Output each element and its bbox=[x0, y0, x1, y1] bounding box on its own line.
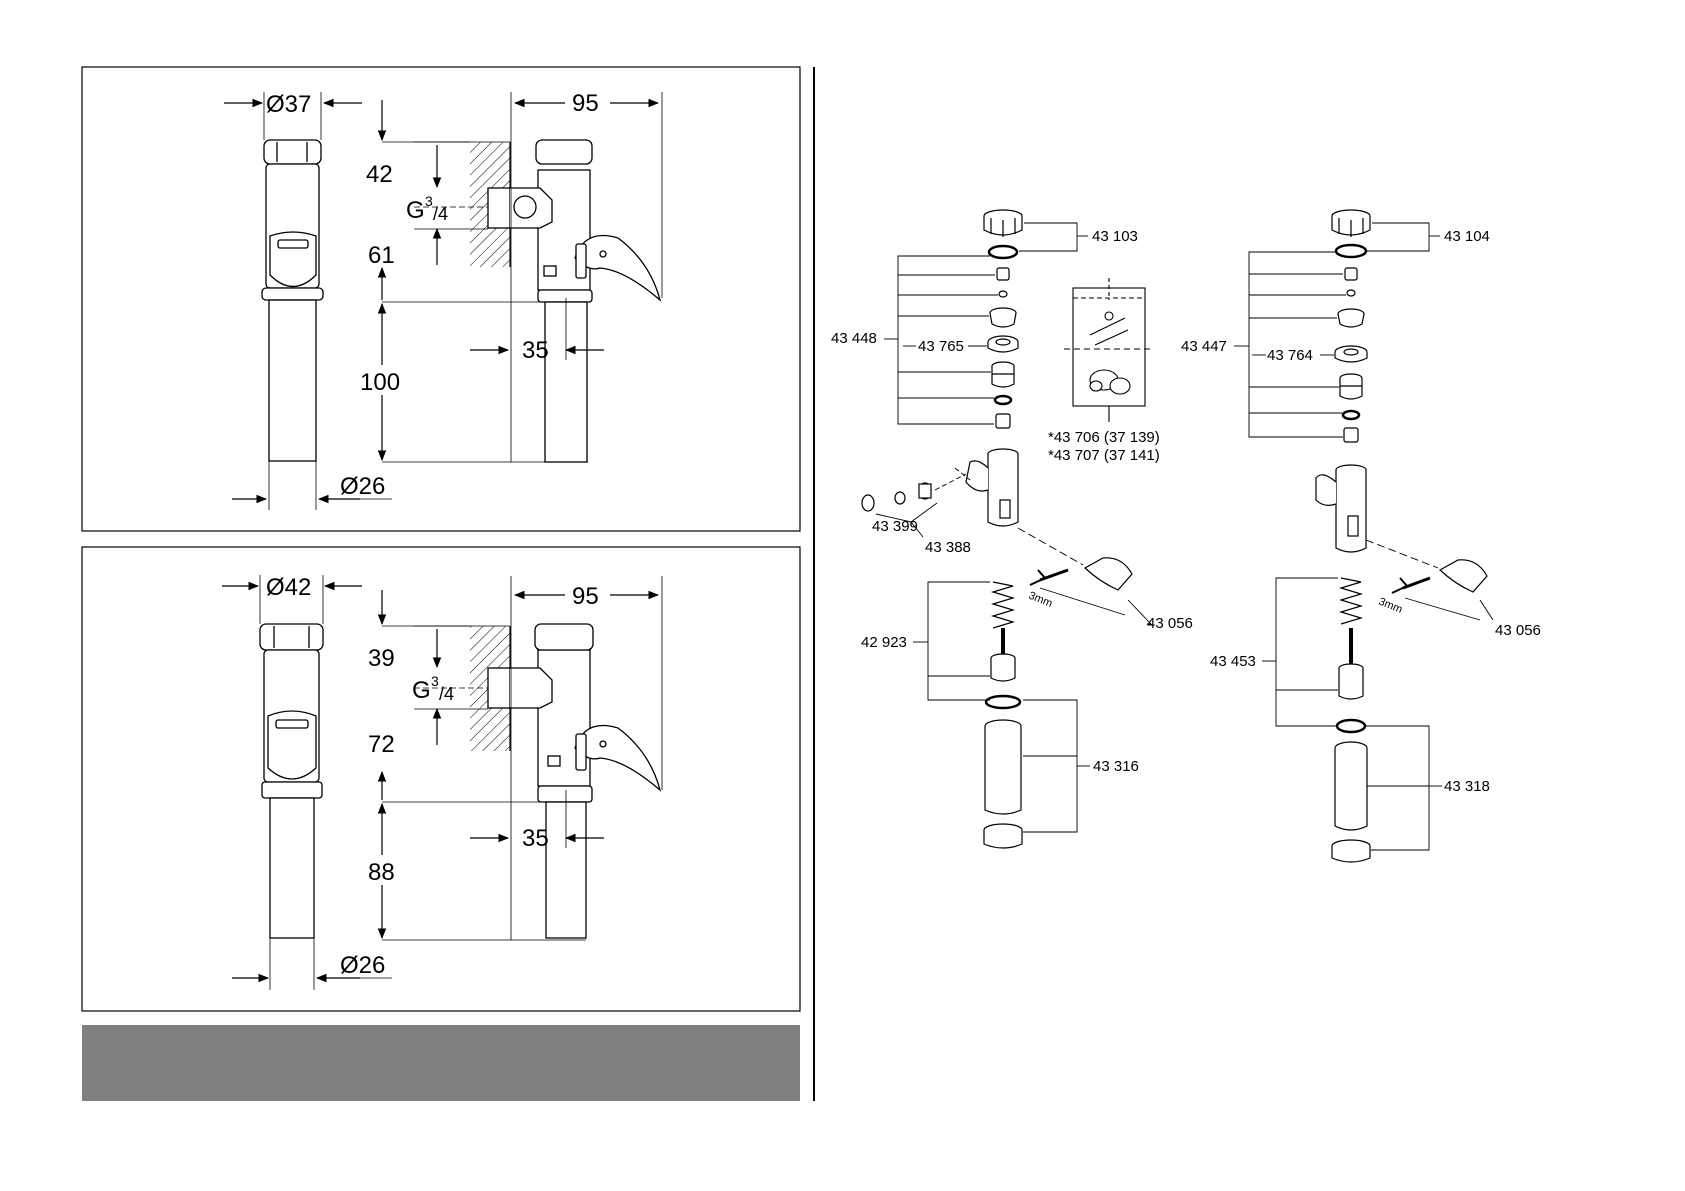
mid-height-label: 61 bbox=[368, 242, 395, 269]
front-view-valve bbox=[262, 140, 323, 461]
hex-key-size-label: 3mm bbox=[1027, 590, 1054, 610]
pipe-length-label: 100 bbox=[360, 369, 400, 396]
part-lever-label-right: 43 056 bbox=[1495, 622, 1541, 639]
kit-label-line2: *43 707 (37 141) bbox=[1048, 447, 1160, 464]
width-label-bottom: 95 bbox=[572, 583, 599, 610]
part-cap-label-right: 43 104 bbox=[1444, 228, 1490, 245]
valve-body-part-right bbox=[1316, 465, 1366, 552]
nut-part-right bbox=[1332, 840, 1370, 862]
front-view-valve-bottom bbox=[260, 624, 323, 938]
cap-part-right bbox=[1332, 210, 1370, 237]
footer-gray-bar bbox=[82, 1025, 800, 1101]
offset-label-bottom: 35 bbox=[522, 825, 549, 852]
part-seal-label-right: 43 764 bbox=[1267, 347, 1313, 364]
panel-top-frame bbox=[82, 67, 800, 531]
svg-text:G: G bbox=[412, 677, 431, 704]
pipe-length-label-bottom: 88 bbox=[368, 859, 395, 886]
lever-part-right bbox=[1440, 560, 1487, 592]
seal-part bbox=[988, 336, 1018, 352]
part-seal-label: 43 765 bbox=[918, 338, 964, 355]
oring-part bbox=[989, 246, 1017, 258]
panel-bottom: Ø42 Ø26 95 39 bbox=[82, 547, 800, 1011]
svg-text:G: G bbox=[406, 197, 425, 224]
panel-bottom-frame bbox=[82, 547, 800, 1011]
thread-label: G 3 /4 bbox=[406, 193, 448, 224]
mid-height-label-bottom: 72 bbox=[368, 731, 395, 758]
part-pipe-group-label-right: 43 318 bbox=[1444, 778, 1490, 795]
piston-part-right bbox=[1339, 628, 1363, 699]
upper-height-label: 42 bbox=[366, 161, 393, 188]
part-stop-label: 43 388 bbox=[925, 539, 971, 556]
svg-text:/4: /4 bbox=[439, 684, 454, 704]
valve-body-part bbox=[966, 449, 1018, 526]
front-diameter-label-bottom: Ø42 bbox=[266, 574, 311, 601]
piston-part bbox=[991, 628, 1015, 681]
offset-label: 35 bbox=[522, 337, 549, 364]
part-spring-group-label: 42 923 bbox=[861, 634, 907, 651]
part-spring-group-label-right: 43 453 bbox=[1210, 653, 1256, 670]
spring-part bbox=[993, 582, 1013, 628]
service-kit-bag bbox=[1064, 278, 1154, 422]
part-lever-label: 43 056 bbox=[1147, 615, 1193, 632]
svg-text:3: 3 bbox=[431, 673, 439, 689]
lever-part bbox=[1085, 558, 1132, 590]
part-cartridge-label: 43 448 bbox=[831, 330, 877, 347]
part-nut-small-label: 43 399 bbox=[872, 518, 918, 535]
pipe-part bbox=[985, 720, 1021, 814]
nut-part bbox=[984, 824, 1022, 848]
spring-part-right bbox=[1341, 578, 1361, 624]
width-label: 95 bbox=[572, 90, 599, 117]
svg-text:3: 3 bbox=[425, 193, 433, 209]
part-cap-label: 43 103 bbox=[1092, 228, 1138, 245]
side-view-valve bbox=[488, 140, 660, 462]
svg-text:/4: /4 bbox=[433, 204, 448, 224]
thread-label-bottom: G 3 /4 bbox=[412, 673, 454, 704]
cap-part bbox=[984, 210, 1022, 237]
upper-height-label-bottom: 39 bbox=[368, 645, 395, 672]
pipe-diameter-label: Ø26 bbox=[340, 473, 385, 500]
kit-label-line1: *43 706 (37 139) bbox=[1048, 429, 1160, 446]
panel-top: Ø37 Ø26 95 bbox=[82, 67, 800, 531]
part-pipe-group-label: 43 316 bbox=[1093, 758, 1139, 775]
front-diameter-label: Ø37 bbox=[266, 91, 311, 118]
side-view-valve-bottom bbox=[488, 624, 660, 938]
pipe-diameter-label-bottom: Ø26 bbox=[340, 952, 385, 979]
pipe-part-right bbox=[1335, 742, 1367, 830]
exploded-view-right bbox=[1316, 210, 1487, 862]
hex-key-size-label-right: 3mm bbox=[1377, 596, 1404, 616]
part-cartridge-label-right: 43 447 bbox=[1181, 338, 1227, 355]
